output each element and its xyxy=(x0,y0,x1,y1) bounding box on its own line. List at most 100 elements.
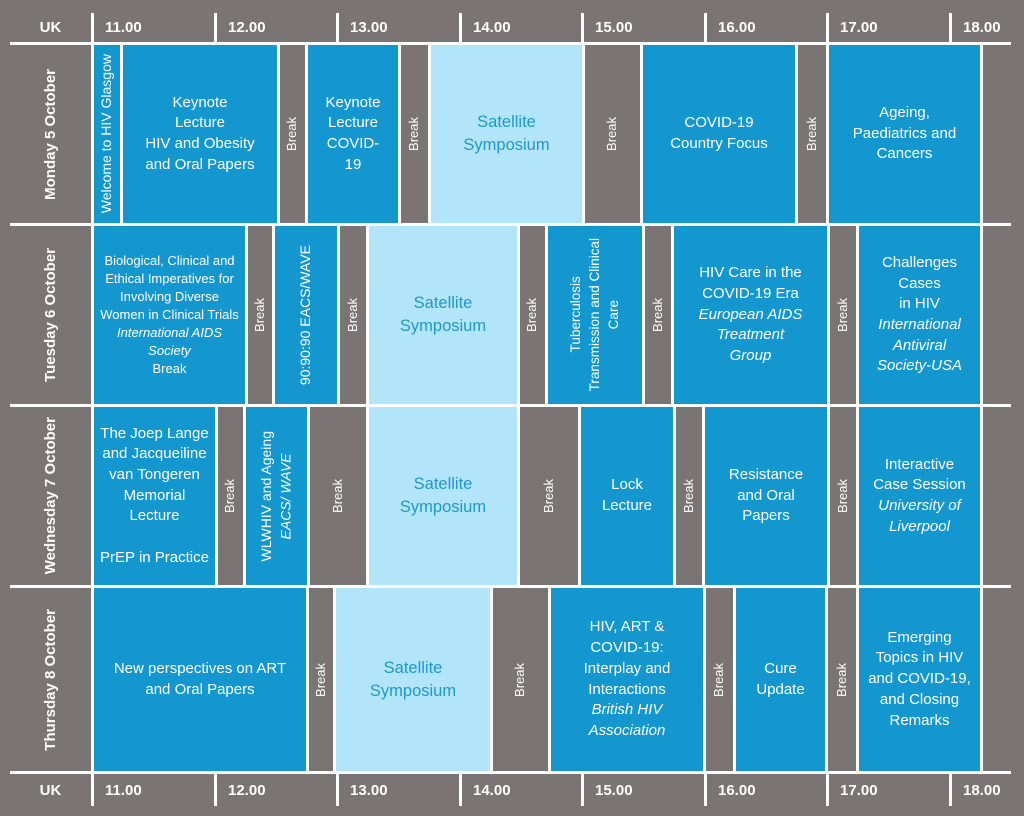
session-text-line: in HIV xyxy=(899,295,940,313)
break-cell: Break xyxy=(310,407,366,585)
time-label: 11.00 xyxy=(105,781,142,799)
session-text-line: Tuberculosis xyxy=(567,276,583,354)
break-label: Break xyxy=(284,117,300,151)
session-text-line: PrEP in Practice xyxy=(100,548,209,566)
break-label: Break xyxy=(251,298,267,332)
session-text-line: New perspectives on ART xyxy=(113,659,287,677)
break-label: Break xyxy=(834,298,850,332)
session-text: 90:90:90 EACS/WAVE xyxy=(296,245,316,385)
time-label: 14.00 xyxy=(473,19,511,36)
break-cell: Break xyxy=(309,588,333,771)
time-label: 16.00 xyxy=(718,19,756,36)
session-text-line: 90:90:90 EACS/WAVE xyxy=(297,244,314,386)
session-text-line: The Joep Lange xyxy=(100,424,209,442)
session-text-line: HIV Care in the xyxy=(699,264,802,282)
break-label: Break xyxy=(834,479,850,513)
day-label-tuesday: Tuesday 6 October xyxy=(10,226,91,404)
session-909090-eacs-wave: 90:90:90 EACS/WAVE xyxy=(275,226,337,404)
session-text-line: EACS/ WAVE xyxy=(277,452,294,540)
session-text-line: Lock xyxy=(611,476,643,494)
filler-cell xyxy=(983,588,1011,771)
session-text-line: and Closing xyxy=(879,690,960,708)
session-text-line: Memorial xyxy=(123,486,186,504)
session-text-line: Country Focus xyxy=(670,135,768,152)
session-text-line: Keynote xyxy=(325,93,381,111)
session-text-line: Interplay and xyxy=(583,659,671,677)
break-cell: Break xyxy=(520,226,545,404)
session-text-line: Lecture xyxy=(601,497,653,514)
session-text-line: Lecture xyxy=(174,114,226,132)
session-text-line: Remarks xyxy=(889,711,950,729)
session-text-line: Liverpool xyxy=(889,517,950,535)
time-label: 12.00 xyxy=(228,19,266,36)
session-text-line: Society-USA xyxy=(876,357,963,375)
session-text-line: Interactive xyxy=(884,455,955,473)
time-label: 12.00 xyxy=(228,781,266,799)
session-text-line: HIV and Obesity xyxy=(145,135,255,152)
time-header-16: 16.00 xyxy=(707,13,826,42)
time-footer-11: 11.00 xyxy=(94,774,214,806)
time-footer-12: 12.00 xyxy=(217,774,336,806)
session-text-line: Topics in HIV xyxy=(875,649,964,667)
break-cell: Break xyxy=(645,226,671,404)
session-text-line: and Oral xyxy=(737,486,795,504)
session-text-line: Paediatrics and xyxy=(852,124,957,142)
session-text-line: Society xyxy=(148,342,191,358)
time-footer-16: 16.00 xyxy=(707,774,826,806)
session-text-line: Satellite xyxy=(477,113,536,132)
time-label: 11.00 xyxy=(105,19,142,36)
session-text-line: International AIDS xyxy=(116,324,223,340)
session-text-line: Antiviral xyxy=(892,336,947,354)
session-text-line: British HIV xyxy=(591,701,663,719)
session-text: New perspectives on ART and Oral Papers xyxy=(94,659,306,700)
break-cell: Break xyxy=(401,45,428,223)
session-text-line: Symposium xyxy=(399,317,487,335)
session-text-line xyxy=(94,527,215,548)
session-new-perspectives-art: New perspectives on ART and Oral Papers xyxy=(94,588,306,771)
session-text-line: Emerging xyxy=(887,628,952,646)
time-label: 14.00 xyxy=(473,781,511,799)
session-text-line: Treatment xyxy=(716,326,785,344)
session-text-line: Group xyxy=(729,347,772,365)
break-label: Break xyxy=(540,479,556,513)
session-text-line: Cancers xyxy=(876,145,933,163)
break-cell: Break xyxy=(520,407,578,585)
time-label: 17.00 xyxy=(840,781,878,799)
session-text-line: and Oral Papers xyxy=(145,680,255,698)
session-text-line: University of xyxy=(878,497,961,514)
session-text-line: Satellite xyxy=(383,658,443,677)
time-footer-13: 13.00 xyxy=(339,774,459,806)
time-footer-15: 15.00 xyxy=(584,774,704,806)
time-footer-18: 18.00 xyxy=(952,774,1011,806)
break-label: Break xyxy=(329,479,345,513)
session-text-line: Transmission and Clinical xyxy=(586,238,602,392)
break-label: Break xyxy=(803,117,819,151)
break-label: Break xyxy=(680,479,696,513)
break-cell: Break xyxy=(706,588,733,771)
break-cell: Break xyxy=(280,45,305,223)
session-text-line: HIV, ART & xyxy=(589,618,665,636)
day-label: Wednesday 7 October xyxy=(42,417,59,575)
break-label: Break xyxy=(406,117,422,151)
